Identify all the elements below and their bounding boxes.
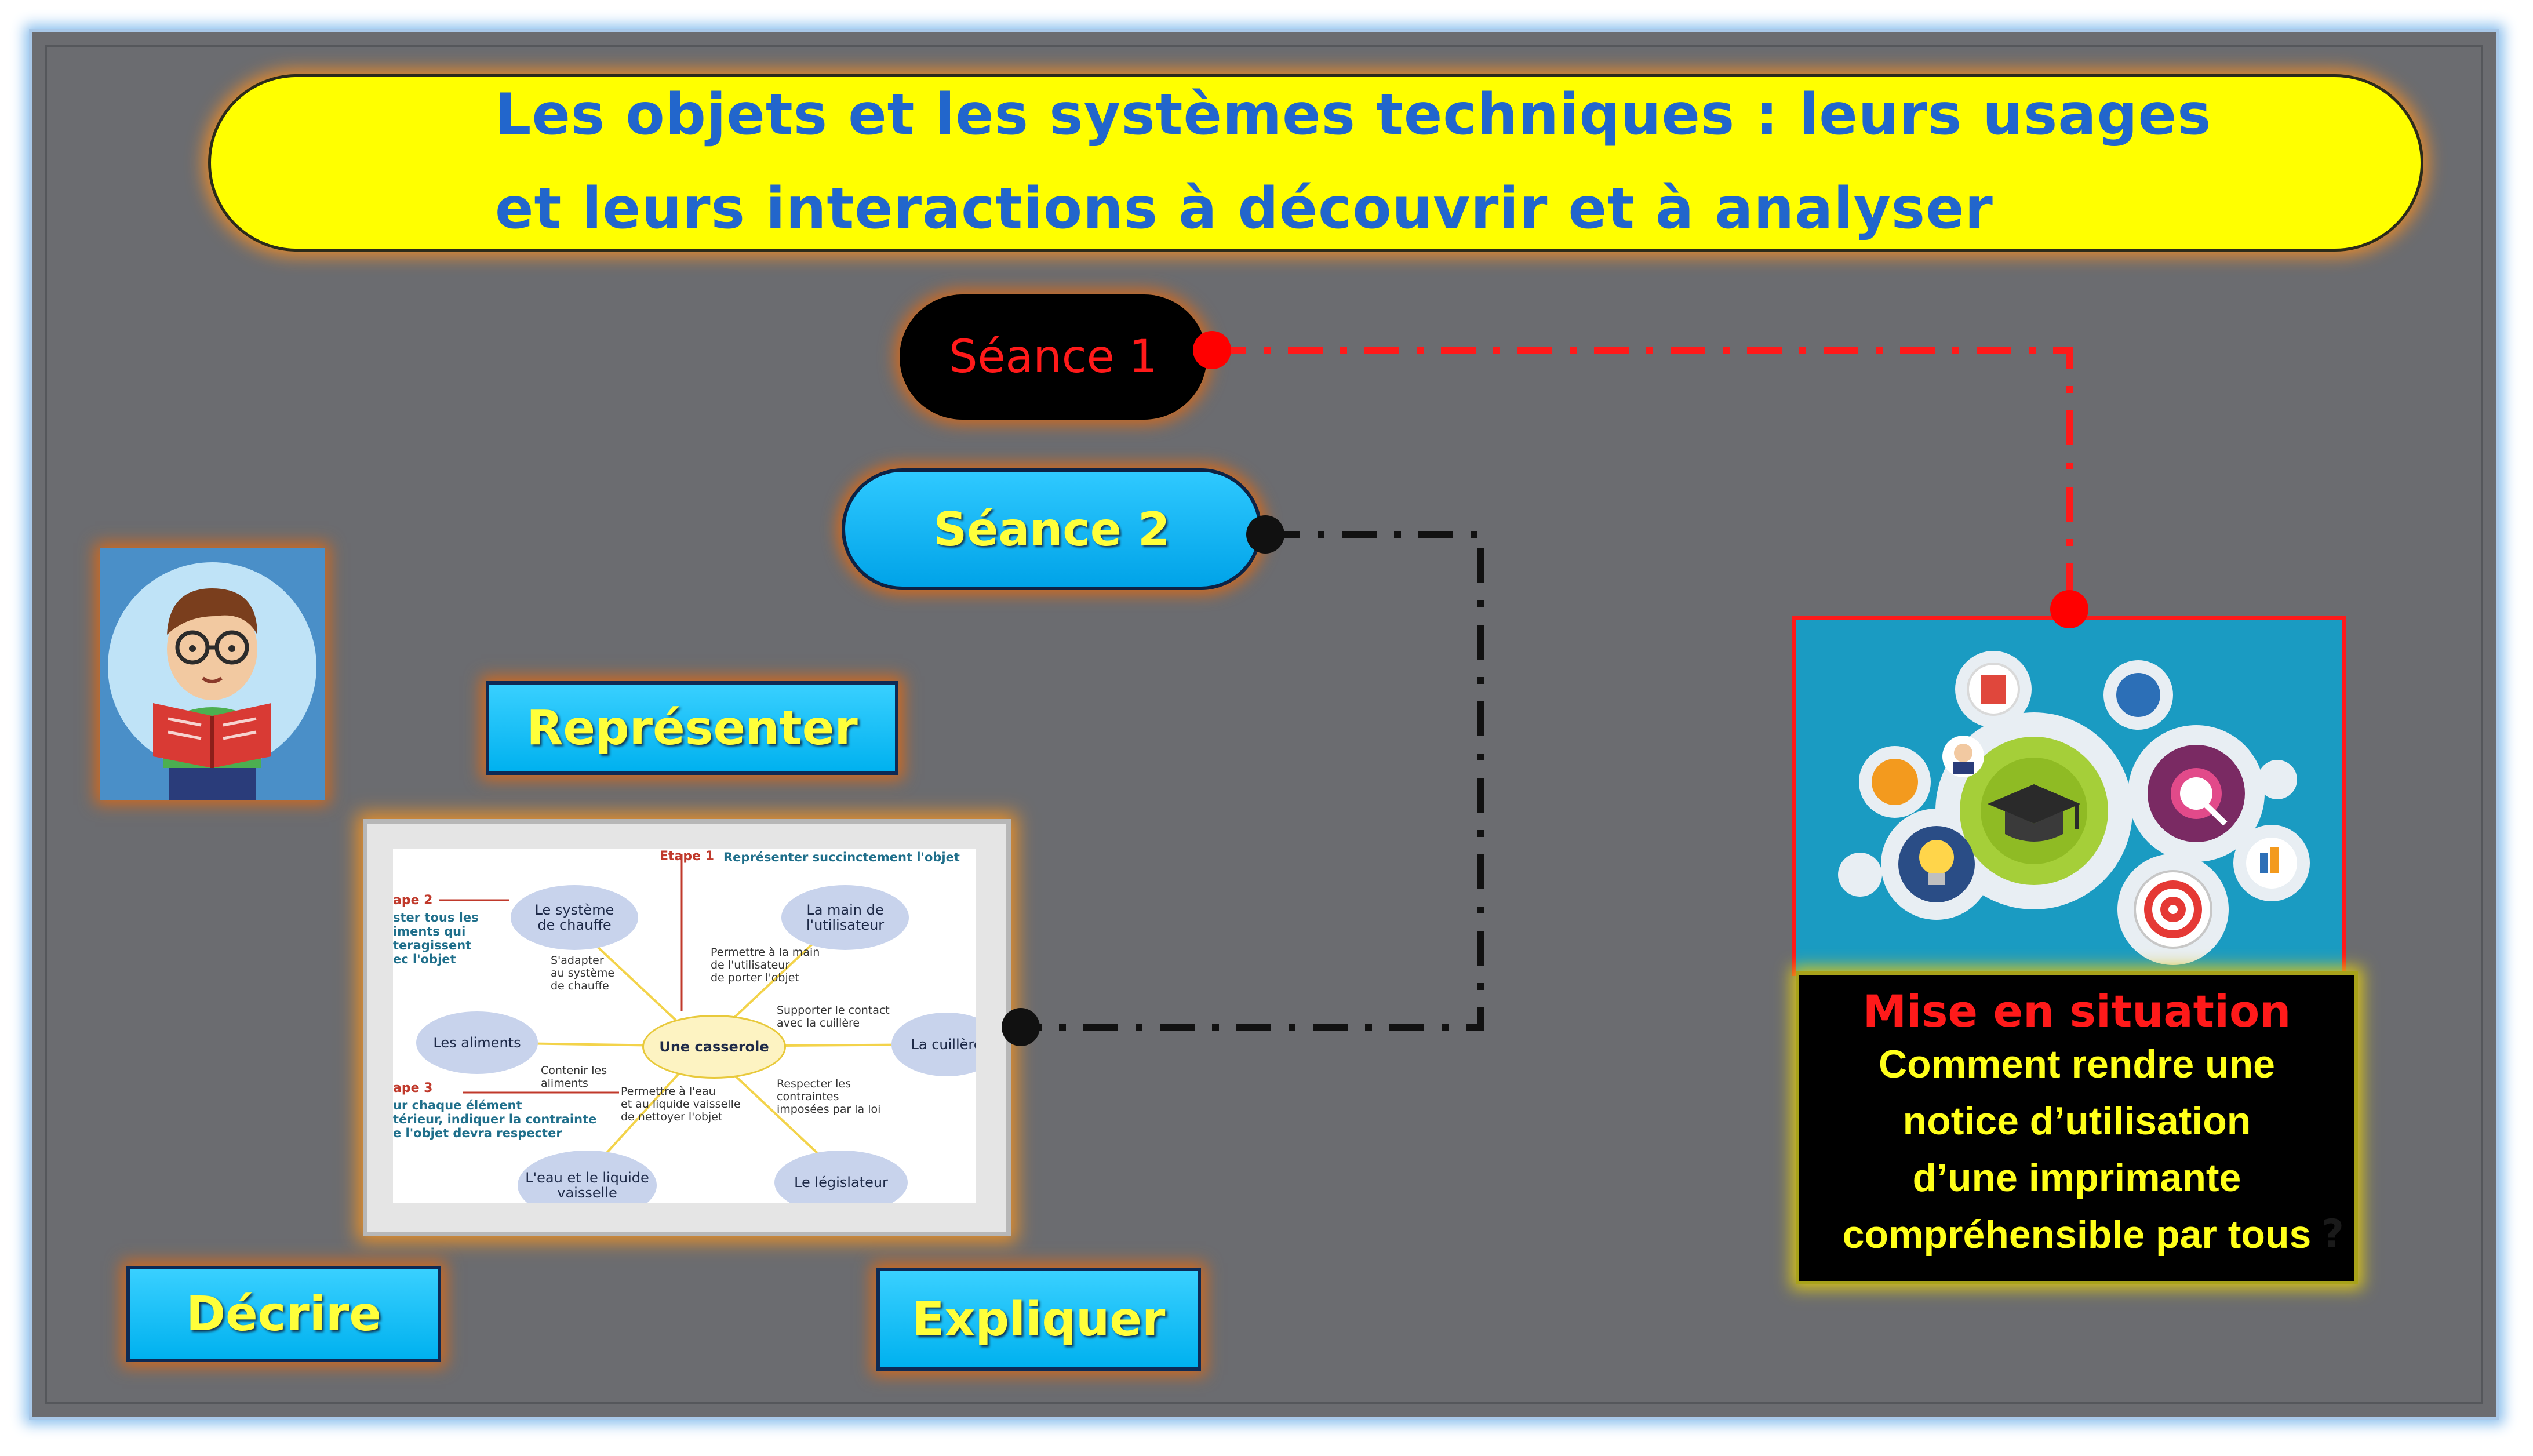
representer-button[interactable]: Représenter: [486, 681, 898, 775]
target-icon: [2144, 880, 2202, 938]
mise-connector-dot: [2050, 590, 2088, 628]
mindmap-label-contenir: Contenir les aliments: [541, 1064, 607, 1090]
mindmap-node-eau: L'eau et le liquide vaisselle: [518, 1151, 657, 1203]
mindmap-label-nettoyer: Permettre à l'eau et au liquide vaissell…: [621, 1085, 741, 1123]
decrire-label: Décrire: [186, 1286, 381, 1342]
slide-inner-border: [45, 45, 2483, 1404]
reader-icon: [108, 562, 316, 800]
seance-2-button[interactable]: Séance 2: [842, 468, 1262, 590]
seance-2-label: Séance 2: [933, 502, 1170, 556]
seance-1-connector-dot: [1193, 331, 1231, 369]
mindmap-etape2: ape 2: [393, 893, 433, 908]
mindmap-etape1-text: Représenter succinctement l'objet: [723, 850, 960, 864]
mindmap-node-main: La main de l'utilisateur: [781, 885, 909, 950]
lightbulb-icon: [1919, 840, 1954, 885]
mindmap-etape1: Etape 1: [660, 849, 715, 864]
mindmap-node-legislateur: Le législateur: [774, 1151, 908, 1203]
mindmap-node-center: Une casserole: [642, 1015, 786, 1079]
mindmap-label-porter: Permettre à la main de l'utilisateur de …: [711, 946, 820, 984]
gears-illustration: [1792, 616, 2346, 976]
mindmap-node-cuillere: La cuillère: [891, 1013, 976, 1076]
seance-1-label: Séance 1: [948, 331, 1158, 383]
mise-question-mark: ?: [2321, 1211, 2344, 1257]
connector-seance1: [1211, 347, 2073, 609]
mindmap-node-aliments: Les aliments: [416, 1011, 538, 1074]
mindmap-etape3: ape 3: [393, 1081, 433, 1095]
expliquer-button[interactable]: Expliquer: [876, 1268, 1201, 1371]
mindmap-content: Etape 1 Représenter succinctement l'obje…: [393, 849, 976, 1203]
mindmap-connector-dot: [1002, 1008, 1040, 1046]
seance-1-button[interactable]: Séance 1: [900, 294, 1207, 420]
seance-2-connector-dot: [1246, 515, 1284, 554]
mindmap-etape3-text: ur chaque élément térieur, indiquer la c…: [393, 1098, 597, 1141]
mise-line-3: d’une imprimante: [1912, 1156, 2241, 1200]
mindmap-node-chauffe: Le système de chauffe: [511, 885, 638, 950]
decrire-button[interactable]: Décrire: [126, 1266, 441, 1362]
title-banner: Les objets et les systèmes techniques : …: [208, 74, 2423, 252]
mise-line-2: notice d’utilisation: [1902, 1099, 2251, 1143]
connector-seance2: [1020, 531, 1484, 1031]
mindmap-label-respecter: Respecter les contraintes imposées par l…: [777, 1078, 881, 1116]
title-line-2: et leurs interactions à découvrir et à a…: [495, 176, 1993, 242]
mindmap-label-supporter: Supporter le contact avec la cuillère: [777, 1004, 890, 1029]
expliquer-label: Expliquer: [912, 1291, 1166, 1347]
mise-title: Mise en situation: [1862, 985, 2291, 1037]
mise-en-situation-box: Mise en situation Comment rendre une not…: [1796, 971, 2358, 1284]
title-line-1: Les objets et les systèmes techniques : …: [495, 82, 2212, 148]
gears-education-icon: [1838, 651, 2310, 965]
mindmap-label-adapter: S'adapter au système de chauffe: [551, 954, 615, 992]
graduation-cap-icon: [1988, 784, 2080, 842]
mindmap-etape2-text: ster tous les iments qui teragissent ec …: [393, 911, 479, 967]
mindmap-image: Etape 1 Représenter succinctement l'obje…: [363, 819, 1011, 1236]
mise-line-1: Comment rendre une: [1879, 1042, 2275, 1086]
representer-label: Représenter: [526, 700, 858, 756]
reader-avatar: [100, 548, 325, 800]
mise-line-4: compréhensible par tous: [1842, 1213, 2312, 1257]
